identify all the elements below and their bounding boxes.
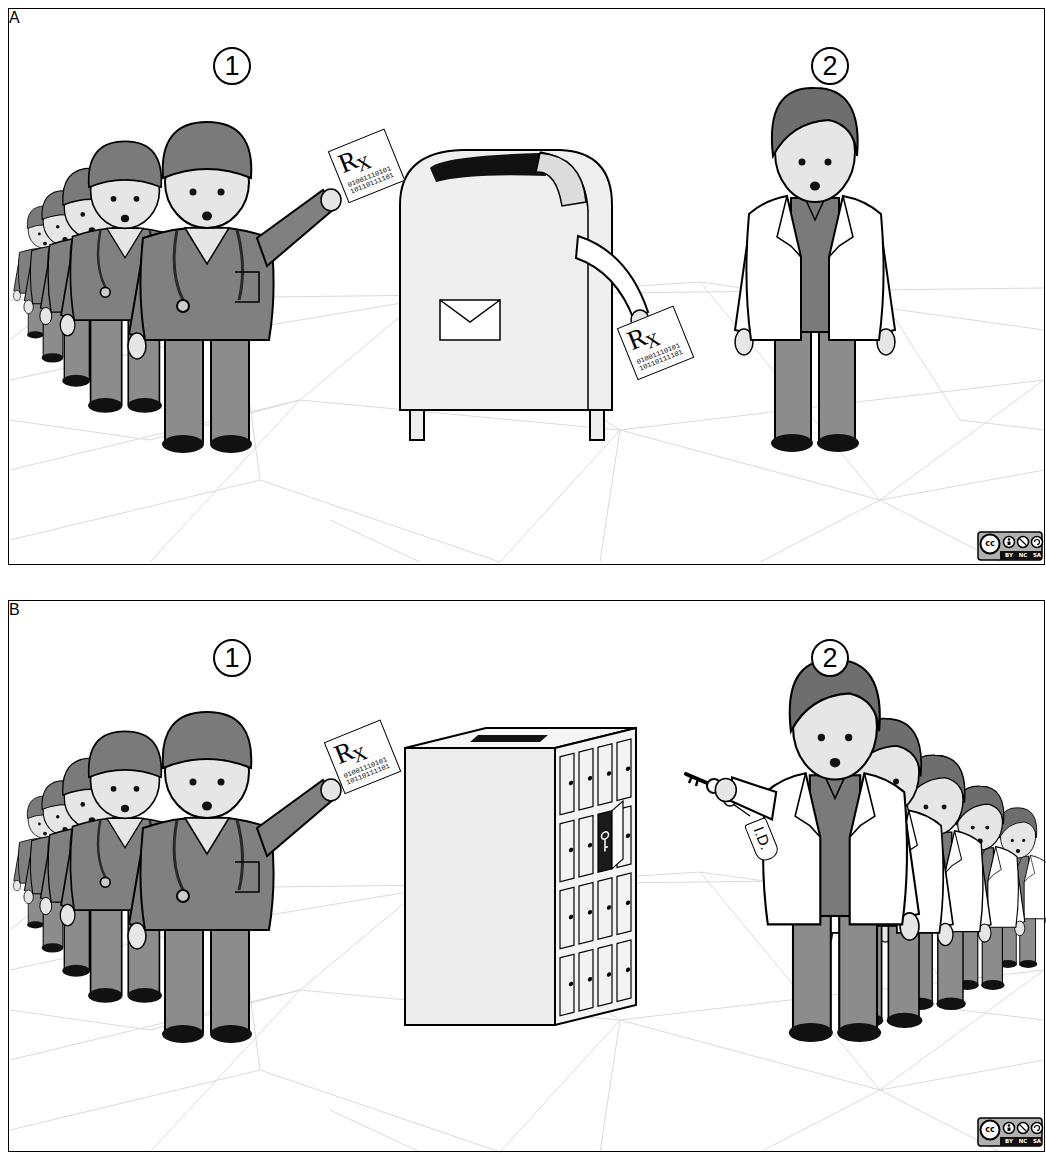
illustration-part — [588, 776, 592, 782]
illustration-part — [598, 811, 612, 873]
license-mark: cc — [985, 540, 994, 548]
illustration-part — [579, 816, 593, 878]
illustration-part — [607, 972, 611, 978]
illustration-part — [400, 150, 612, 410]
panel-frame: B RX01001110101 10110111101I.D. — [8, 600, 1045, 1152]
illustration-part — [602, 831, 609, 840]
illustration-part — [440, 300, 500, 340]
illustration-part — [588, 977, 592, 983]
illustration-part — [626, 900, 630, 906]
illustration-part — [560, 887, 574, 949]
po-box-bank — [405, 728, 636, 1025]
callout-number: 2 — [811, 639, 849, 677]
illustration-part — [579, 749, 593, 811]
illustration-part — [569, 766, 630, 987]
nurse-queue — [13, 712, 341, 1043]
nurse-queue — [13, 122, 341, 453]
illustration-part — [607, 771, 611, 777]
illustration-part — [569, 914, 573, 920]
illustration-part — [605, 839, 608, 852]
prescription-paper: RX01001110101 10110111101 — [323, 720, 400, 794]
illustration-part — [763, 660, 907, 1042]
license-mark: cc — [985, 1126, 994, 1134]
license-badge — [978, 1118, 1043, 1146]
callout-number: 1 — [213, 639, 251, 677]
illustration-part — [560, 739, 631, 1016]
illustration-part — [569, 780, 573, 786]
illustration-part — [607, 905, 611, 911]
callout-number: 1 — [213, 47, 251, 85]
illustration-part — [560, 753, 574, 815]
illustration-part — [470, 735, 548, 742]
illustration-part — [598, 945, 612, 1007]
illustration-part — [588, 843, 592, 849]
illustration-part — [730, 777, 776, 819]
illustration-part — [617, 739, 631, 801]
mailbox — [400, 150, 649, 440]
illustration-part — [598, 744, 612, 806]
illustration-part — [626, 833, 630, 839]
license-term: SA — [1033, 1139, 1041, 1145]
illustration-part — [560, 954, 574, 1016]
panel-letter: A — [9, 9, 1044, 27]
prescription-paper: RX01001110101 10110111101 — [616, 306, 693, 380]
illustration-part — [576, 236, 648, 320]
illustration-part — [555, 728, 636, 1025]
license-badge — [978, 532, 1043, 560]
prescription-paper: RX01001110101 10110111101 — [327, 129, 404, 203]
illustration-part — [612, 801, 623, 869]
illustration-part — [617, 873, 631, 935]
illustration-part — [735, 88, 895, 452]
illustration-part — [617, 940, 631, 1002]
illustration-part — [569, 981, 573, 987]
illustration-part — [715, 778, 736, 801]
panel-letter: B — [9, 601, 1044, 619]
illustration-part — [598, 878, 612, 940]
illustration-part — [626, 766, 630, 772]
illustration-part — [588, 910, 592, 916]
illustration-part — [579, 883, 593, 945]
license-term: NC — [1019, 553, 1028, 559]
tag-text: I.D. — [749, 824, 773, 852]
illustration-part — [560, 820, 574, 882]
illustration-part — [440, 300, 500, 322]
license-term: NC — [1019, 1139, 1028, 1145]
license-term: BY — [1005, 1139, 1013, 1145]
illustration-part — [536, 153, 586, 206]
callout-number: 2 — [811, 47, 849, 85]
doctor-figure — [715, 660, 919, 1042]
id-tag: I.D. — [744, 816, 780, 863]
illustration-part — [405, 748, 555, 1025]
illustration-part — [430, 153, 546, 182]
license-term: BY — [1005, 553, 1013, 559]
panel-frame: ARX01001110101 10110111101RX01001110101 … — [8, 8, 1045, 565]
doctor-figure — [735, 88, 895, 452]
illustration-part — [579, 950, 593, 1012]
illustration-part — [569, 847, 573, 853]
license-term: SA — [1033, 553, 1041, 559]
illustration-part — [626, 967, 630, 973]
illustration-part — [689, 776, 698, 786]
